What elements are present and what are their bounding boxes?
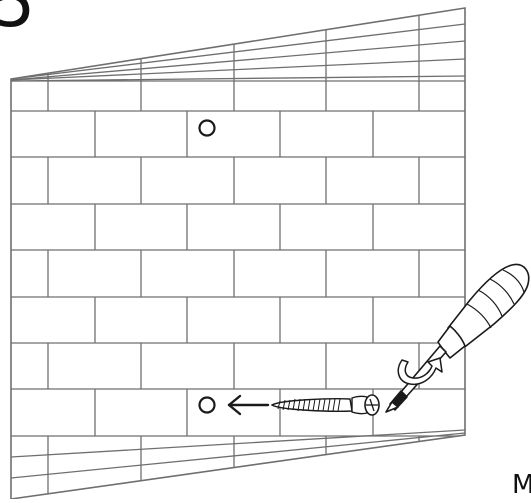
brick-mortar-lines xyxy=(11,10,465,499)
wall-outline xyxy=(10,7,466,500)
step-number: 5 xyxy=(0,0,36,43)
hole-marker-lower xyxy=(198,396,216,414)
screw xyxy=(270,394,380,416)
partial-label: M xyxy=(512,470,531,500)
hole-marker-upper xyxy=(198,119,216,137)
rotation-arrow xyxy=(397,357,443,386)
insert-arrow xyxy=(227,394,270,416)
